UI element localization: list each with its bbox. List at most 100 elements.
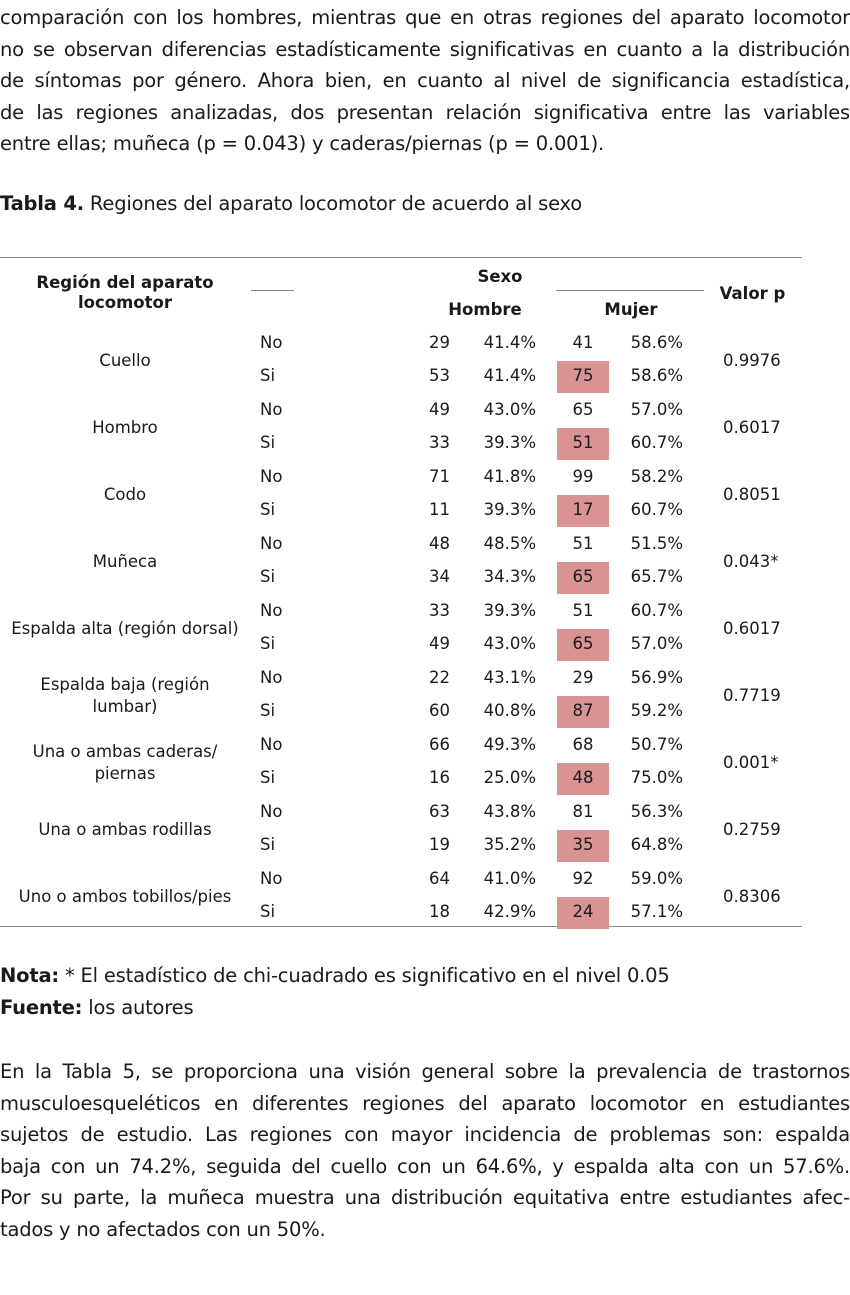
table-top-rule [0,257,802,258]
highlight-cell [557,696,609,728]
answer-label: Si [260,366,276,385]
hombre-percent: 43.0% [483,634,536,653]
mujer-count: 65 [572,567,594,586]
hombre-count: 53 [429,366,450,385]
answer-label: No [260,400,283,419]
hombre-count: 60 [429,701,450,720]
mujer-count: 65 [572,400,594,419]
mujer-count: 41 [572,333,594,352]
hombre-percent: 25.0% [483,768,536,787]
p-value: 0.043* [723,551,779,571]
sexo-rule [556,290,704,291]
region-label-line: Espalda baja (región [40,674,210,694]
mujer-count: 51 [572,534,594,553]
mujer-count: 68 [572,735,594,754]
hombre-count: 22 [429,668,450,687]
header-region: Región del aparato locomotor [0,273,250,313]
p-value: 0.6017 [723,417,781,437]
hombre-percent: 39.3% [483,500,536,519]
mujer-count: 65 [572,634,594,653]
mujer-percent: 59.0% [630,869,683,888]
hombre-count: 18 [429,902,450,921]
mujer-percent: 75.0% [630,768,683,787]
region-label-line: Uno o ambos tobillos/pies [18,886,232,906]
fuente-text: los autores [82,995,194,1019]
hombre-percent: 42.9% [483,902,536,921]
highlight-cell [557,495,609,527]
header-sexo: Sexo [477,267,523,286]
header-p-value: Valor p [719,284,786,303]
highlight-cell [557,897,609,929]
intro-line: de síntomas por género. Ahora bien, en c… [0,69,850,92]
hombre-count: 63 [429,802,450,821]
header-region-line: Región del aparato [36,273,214,292]
mujer-percent: 57.1% [630,902,683,921]
intro-paragraph: comparación con los hombres, mientras qu… [0,2,850,160]
region-label-line: Cuello [99,350,151,370]
mujer-percent: 58.2% [630,467,683,486]
region-label-line: lumbar) [92,696,158,716]
p-value: 0.8051 [723,484,781,504]
table-notes: Nota: * El estadístico de chi-cuadrado e… [0,960,670,1023]
region-label: Hombro [0,417,250,439]
intro-line: comparación con los hombres, mientras qu… [0,6,850,29]
highlight-cell [557,763,609,795]
hombre-percent: 39.3% [483,433,536,452]
p-value: 0.7719 [723,685,781,705]
answer-label: Si [260,701,276,720]
table-bottom-rule [0,926,802,927]
region-label: Muñeca [0,551,250,573]
mujer-percent: 64.8% [630,835,683,854]
mujer-count: 35 [572,835,594,854]
region-label-line: Muñeca [92,551,158,571]
highlight-cell [557,428,609,460]
highlight-cell [557,361,609,393]
mujer-count: 75 [572,366,594,385]
hombre-count: 66 [429,735,450,754]
answer-label: Si [260,768,276,787]
region-label: Uno o ambos tobillos/pies [0,886,250,908]
hombre-percent: 41.8% [483,467,536,486]
answer-label: No [260,467,283,486]
mujer-count: 29 [572,668,594,687]
hombre-percent: 43.1% [483,668,536,687]
answer-label: Si [260,433,276,452]
answer-label: Si [260,902,276,921]
answer-label: Si [260,835,276,854]
table-caption-label: Tabla 4. [0,192,84,215]
mujer-count: 81 [572,802,594,821]
mujer-count: 48 [572,768,594,787]
answer-label: Si [260,500,276,519]
mujer-count: 87 [572,701,594,720]
nota-label: Nota: [0,964,59,987]
mujer-percent: 57.0% [630,400,683,419]
mujer-percent: 56.3% [630,802,683,821]
p-value: 0.8306 [723,886,781,906]
mujer-count: 24 [572,902,594,921]
hombre-percent: 43.8% [483,802,536,821]
mujer-count: 17 [572,500,594,519]
header-mujer: Mujer [604,300,658,319]
highlight-cell [557,830,609,862]
mujer-percent: 65.7% [630,567,683,586]
hombre-count: 33 [429,601,450,620]
fuente-line: Fuente: los autores [0,992,670,1024]
header-short-rule [251,290,294,291]
mujer-percent: 50.7% [630,735,683,754]
p-value: 0.6017 [723,618,781,638]
hombre-percent: 49.3% [483,735,536,754]
answer-label: No [260,802,283,821]
hombre-percent: 41.4% [483,333,536,352]
mujer-count: 99 [572,467,594,486]
answer-label: Si [260,567,276,586]
answer-label: No [260,601,283,620]
hombre-count: 19 [429,835,450,854]
hombre-count: 71 [429,467,450,486]
table-caption-text: Regiones del aparato locomotor de acuerd… [83,192,582,215]
fuente-label: Fuente: [0,995,83,1019]
mujer-percent: 58.6% [630,333,683,352]
outro-line: Por su parte, la muñeca muestra una dist… [0,1186,850,1209]
region-label-line: Codo [103,484,147,504]
